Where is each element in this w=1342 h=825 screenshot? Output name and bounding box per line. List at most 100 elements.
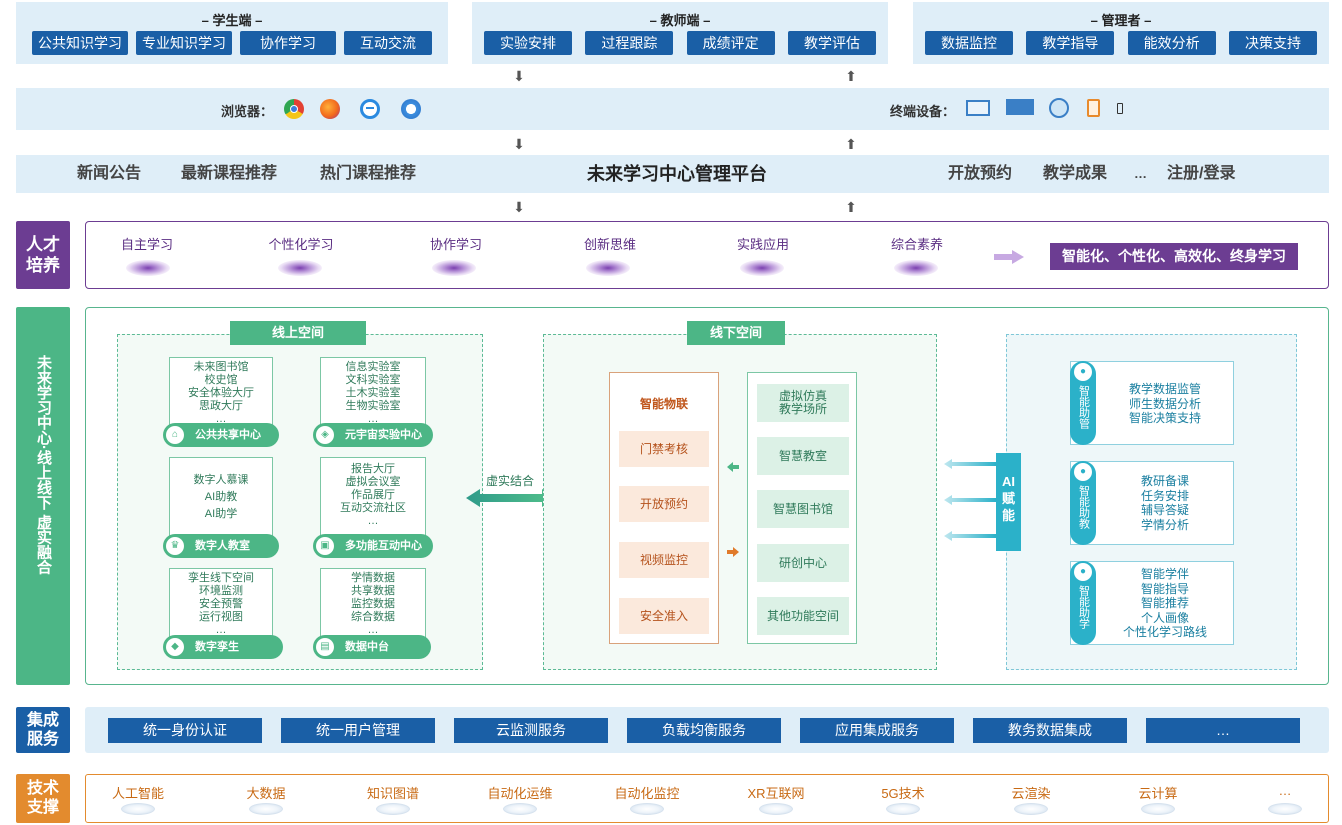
data-monitor-button[interactable]: 数据监控 bbox=[925, 31, 1013, 55]
digital-twin-pill[interactable]: ◆ 数字孪生 bbox=[163, 635, 283, 659]
arrow-right-icon bbox=[994, 250, 1024, 264]
tech-cloud-render: 云渲染 bbox=[1011, 786, 1051, 801]
down-arrow-icon: ⬇ bbox=[513, 199, 525, 215]
integration-side-label: 集成服务 bbox=[16, 707, 70, 753]
down-arrow-icon: ⬇ bbox=[513, 68, 525, 84]
tech-auto-ops: 自动化运维 bbox=[487, 786, 553, 801]
tech-cloud-computing: 云计算 bbox=[1138, 786, 1178, 801]
metaverse-lab-center-pill[interactable]: ◈ 元宇宙实验中心 bbox=[313, 423, 433, 447]
nav-news[interactable]: 新闻公告 bbox=[77, 165, 142, 182]
disc-icon bbox=[278, 260, 322, 276]
manager-panel: – 管理者 – 数据监控 教学指导 能效分析 决策支持 bbox=[913, 2, 1329, 64]
iot-safety-access[interactable]: 安全准入 bbox=[619, 598, 709, 634]
iot-video-monitor[interactable]: 视频监控 bbox=[619, 542, 709, 578]
platform-title: 未来学习中心管理平台 bbox=[587, 164, 767, 184]
disc-icon bbox=[503, 803, 537, 815]
int-unified-user[interactable]: 统一用户管理 bbox=[281, 718, 435, 743]
public-sharing-center-pill[interactable]: ⌂ 公共共享中心 bbox=[163, 423, 279, 447]
data-platform-pill[interactable]: ▤ 数据中台 bbox=[313, 635, 431, 659]
ai-empower-label: AI赋能 bbox=[1001, 474, 1015, 523]
card-line: 信息实验室 bbox=[345, 361, 401, 373]
tech-side-text: 技术支撑 bbox=[26, 780, 59, 816]
offline-space-title: 线下空间 bbox=[687, 321, 785, 345]
public-knowledge-button[interactable]: 公共知识学习 bbox=[32, 31, 128, 55]
int-academic-data[interactable]: 教务数据集成 bbox=[973, 718, 1127, 743]
card-line: 作品展厅 bbox=[351, 489, 395, 501]
space-smart-library[interactable]: 智慧图书馆 bbox=[757, 490, 849, 528]
teaching-guide-button[interactable]: 教学指导 bbox=[1026, 31, 1115, 55]
card-line: 土木实验室 bbox=[345, 387, 401, 399]
talent-side-text: 人才培养 bbox=[26, 235, 60, 275]
tech-more: … bbox=[1278, 783, 1292, 798]
ai-line: 教学数据监管 bbox=[1128, 382, 1201, 396]
disc-icon bbox=[121, 803, 155, 815]
cube-icon: ◆ bbox=[166, 638, 184, 656]
professional-knowledge-button[interactable]: 专业知识学习 bbox=[136, 31, 232, 55]
space-other-functions[interactable]: 其他功能空间 bbox=[757, 597, 849, 635]
iot-open-booking[interactable]: 开放预约 bbox=[619, 486, 709, 522]
pill-label: 公共共享中心 bbox=[195, 429, 261, 441]
int-load-balance[interactable]: 负载均衡服务 bbox=[627, 718, 781, 743]
firefox-icon[interactable] bbox=[320, 99, 340, 119]
experiment-schedule-button[interactable]: 实验安排 bbox=[484, 31, 572, 55]
nav-teaching-results[interactable]: 教学成果 bbox=[1043, 165, 1108, 182]
decision-support-button[interactable]: 决策支持 bbox=[1228, 31, 1317, 55]
efficiency-analysis-button[interactable]: 能效分析 bbox=[1127, 31, 1216, 55]
tech-5g: 5G技术 bbox=[881, 786, 925, 801]
ai-tag-label: 智能助教 bbox=[1077, 485, 1090, 529]
manager-panel-title: – 管理者 – bbox=[1090, 13, 1152, 28]
multifunction-center-pill[interactable]: ▣ 多功能互动中心 bbox=[313, 534, 433, 558]
ai-line: 辅导答疑 bbox=[1140, 503, 1189, 517]
process-tracking-button[interactable]: 过程跟踪 bbox=[585, 31, 674, 55]
int-more[interactable]: … bbox=[1146, 718, 1300, 743]
collab-learning-button[interactable]: 协作学习 bbox=[240, 31, 336, 55]
tech-auto-monitor: 自动化监控 bbox=[614, 786, 680, 801]
online-card-data-platform: 学情数据 共享数据 监控数据 综合数据 … bbox=[320, 568, 426, 638]
fusion-label: 虚实结合 bbox=[486, 474, 535, 488]
nav-latest-courses[interactable]: 最新课程推荐 bbox=[181, 165, 278, 182]
nav-hot-courses[interactable]: 热门课程推荐 bbox=[320, 165, 417, 182]
laptop-icon bbox=[1006, 99, 1034, 115]
int-app-integration[interactable]: 应用集成服务 bbox=[800, 718, 954, 743]
space-smart-classroom[interactable]: 智慧教室 bbox=[757, 437, 849, 475]
card-line: 文科实验室 bbox=[345, 374, 401, 386]
card-line: AI助教 bbox=[204, 491, 238, 503]
space-label: 智慧教室 bbox=[778, 448, 827, 463]
ai-card-management: ● 智能助管 教学数据监管 师生数据分析 智能决策支持 bbox=[1070, 361, 1234, 445]
grading-button[interactable]: 成绩评定 bbox=[686, 31, 775, 55]
card-line: 监控数据 bbox=[351, 598, 395, 610]
tech-big-data: 大数据 bbox=[246, 786, 286, 801]
tablet-icon bbox=[1087, 99, 1100, 117]
nav-open-booking[interactable]: 开放预约 bbox=[948, 165, 1013, 182]
chrome-icon[interactable] bbox=[284, 99, 304, 119]
card-line: 校史馆 bbox=[204, 374, 238, 386]
space-research-center[interactable]: 研创中心 bbox=[757, 544, 849, 582]
card-line: … bbox=[215, 413, 227, 425]
offline-space-area bbox=[543, 334, 937, 670]
pill-label: 数字孪生 bbox=[195, 641, 239, 653]
int-cloud-monitor[interactable]: 云监测服务 bbox=[454, 718, 608, 743]
int-unified-identity[interactable]: 统一身份认证 bbox=[108, 718, 262, 743]
space-virtual-sim[interactable]: 虚拟仿真 教学场所 bbox=[757, 384, 849, 422]
nav-register-login[interactable]: 注册/登录 bbox=[1167, 165, 1236, 182]
ie-icon[interactable] bbox=[360, 99, 380, 119]
trophy-icon: ♛ bbox=[166, 537, 184, 555]
pill-label: 多功能互动中心 bbox=[345, 540, 422, 552]
disc-icon bbox=[740, 260, 784, 276]
iot-title: 智能物联 bbox=[639, 397, 688, 411]
ai-tag-label: 智能助管 bbox=[1077, 385, 1090, 429]
digital-human-classroom-pill[interactable]: ♛ 数字人教室 bbox=[163, 534, 279, 558]
iot-access-control[interactable]: 门禁考核 bbox=[619, 431, 709, 467]
ai-line: 教研备课 bbox=[1140, 474, 1189, 488]
talent-side-label: 人才培养 bbox=[16, 221, 70, 289]
safari-icon[interactable] bbox=[401, 99, 421, 119]
talent-personalized: 个性化学习 bbox=[268, 237, 334, 252]
interaction-button[interactable]: 互动交流 bbox=[344, 31, 432, 55]
nav-more[interactable]: … bbox=[1134, 166, 1147, 181]
tech-knowledge-graph: 知识图谱 bbox=[366, 786, 419, 801]
teaching-eval-button[interactable]: 教学评估 bbox=[787, 31, 876, 55]
center-side-label: 未来学习中心·线上线下 虚实融合 bbox=[16, 307, 70, 685]
ai-line: 智能决策支持 bbox=[1128, 411, 1201, 425]
platform-nav-band: 新闻公告 最新课程推荐 热门课程推荐 未来学习中心管理平台 开放预约 教学成果 … bbox=[16, 155, 1329, 193]
integration-box: 统一身份认证 统一用户管理 云监测服务 负载均衡服务 应用集成服务 教务数据集成… bbox=[85, 707, 1329, 753]
